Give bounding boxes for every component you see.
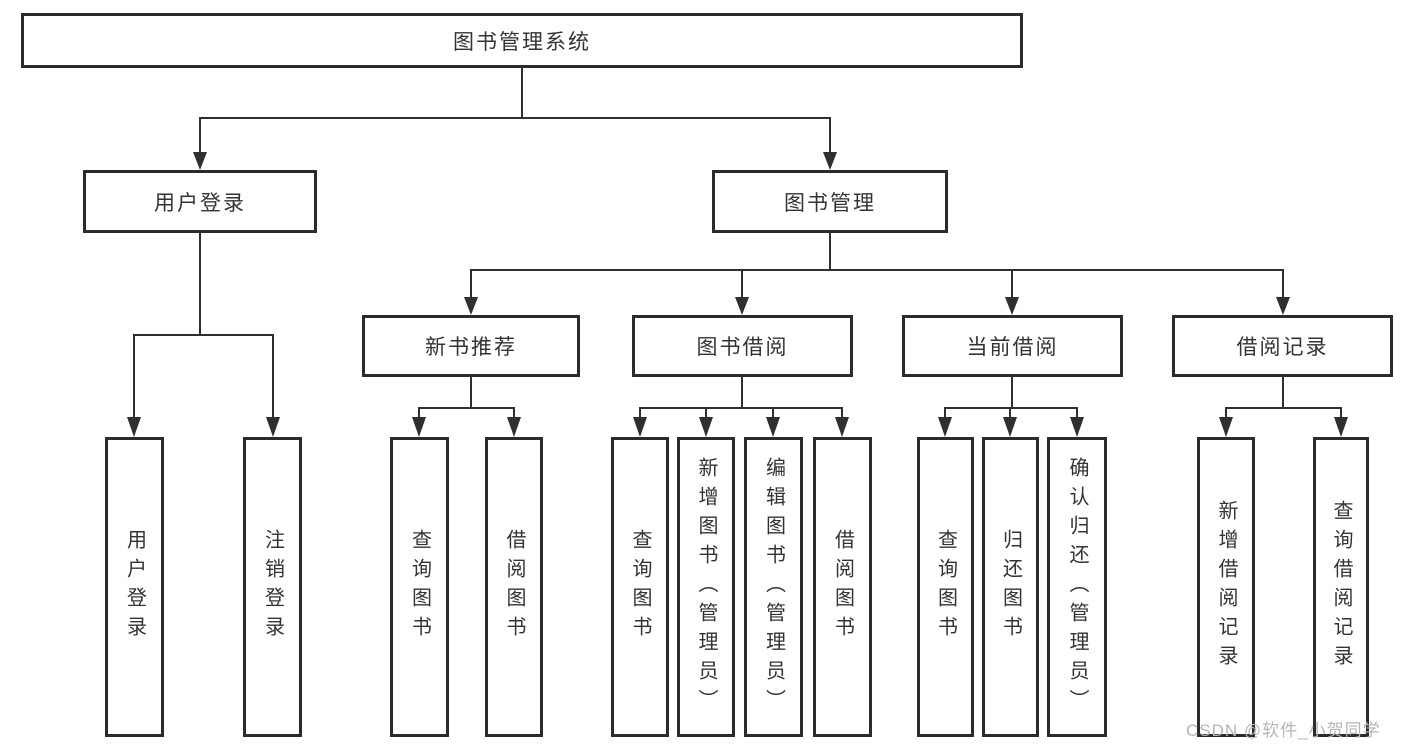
leaf-current-query-books: 查询图书: [917, 437, 974, 737]
node-label: 查询图书: [934, 529, 957, 645]
node-library-management-system: 图书管理系统: [21, 13, 1023, 68]
node-label: 借阅图书: [831, 529, 854, 645]
node-label: 注销登录: [261, 529, 284, 645]
node-label: 图书管理系统: [453, 30, 591, 54]
node-label: 查询借阅记录: [1330, 500, 1352, 674]
node-label: 图书借阅: [696, 336, 789, 359]
node-label: 新增图书（管理员）: [695, 456, 717, 718]
leaf-records-query-borrow-record: 查询借阅记录: [1313, 437, 1369, 737]
leaf-borrowing-borrow-books: 借阅图书: [813, 437, 872, 737]
leaf-borrowing-query-books: 查询图书: [611, 437, 669, 737]
connector-arrowheads: [127, 152, 1348, 437]
leaf-recommend-borrow-books: 借阅图书: [485, 437, 543, 737]
csdn-watermark: CSDN @软件_小贺同学: [1186, 721, 1381, 740]
leaf-logout: 注销登录: [243, 437, 302, 737]
node-label: 借阅图书: [503, 529, 525, 645]
node-book-management: 图书管理: [712, 170, 948, 233]
leaf-borrowing-edit-books-admin: 编辑图书（管理员）: [744, 437, 803, 737]
node-label: 用户登录: [123, 529, 146, 645]
leaf-borrowing-add-books-admin: 新增图书（管理员）: [677, 437, 735, 737]
leaf-user-login: 用户登录: [105, 437, 164, 737]
node-label: 新增借阅记录: [1215, 500, 1237, 674]
node-user-login: 用户登录: [83, 170, 317, 233]
node-label: 当前借阅: [966, 336, 1059, 359]
node-book-borrowing: 图书借阅: [632, 315, 853, 377]
node-borrowing-records: 借阅记录: [1172, 315, 1393, 377]
node-label: 用户登录: [154, 191, 246, 215]
node-label: 编辑图书（管理员）: [762, 456, 785, 718]
node-label: 确认归还（管理员）: [1066, 456, 1088, 718]
leaf-records-add-borrow-record: 新增借阅记录: [1197, 437, 1255, 737]
node-current-borrowing: 当前借阅: [902, 315, 1123, 377]
node-label: 新书推荐: [425, 336, 517, 359]
node-label: 归还图书: [999, 529, 1022, 645]
leaf-current-confirm-return-admin: 确认归还（管理员）: [1047, 437, 1107, 737]
node-label: 图书管理: [784, 191, 876, 215]
node-label: 查询图书: [408, 529, 431, 645]
leaf-current-return-books: 归还图书: [982, 437, 1039, 737]
node-label: 查询图书: [629, 529, 651, 645]
node-label: 借阅记录: [1236, 336, 1329, 359]
node-new-book-recommendation: 新书推荐: [362, 315, 580, 377]
leaf-recommend-query-books: 查询图书: [390, 437, 449, 737]
